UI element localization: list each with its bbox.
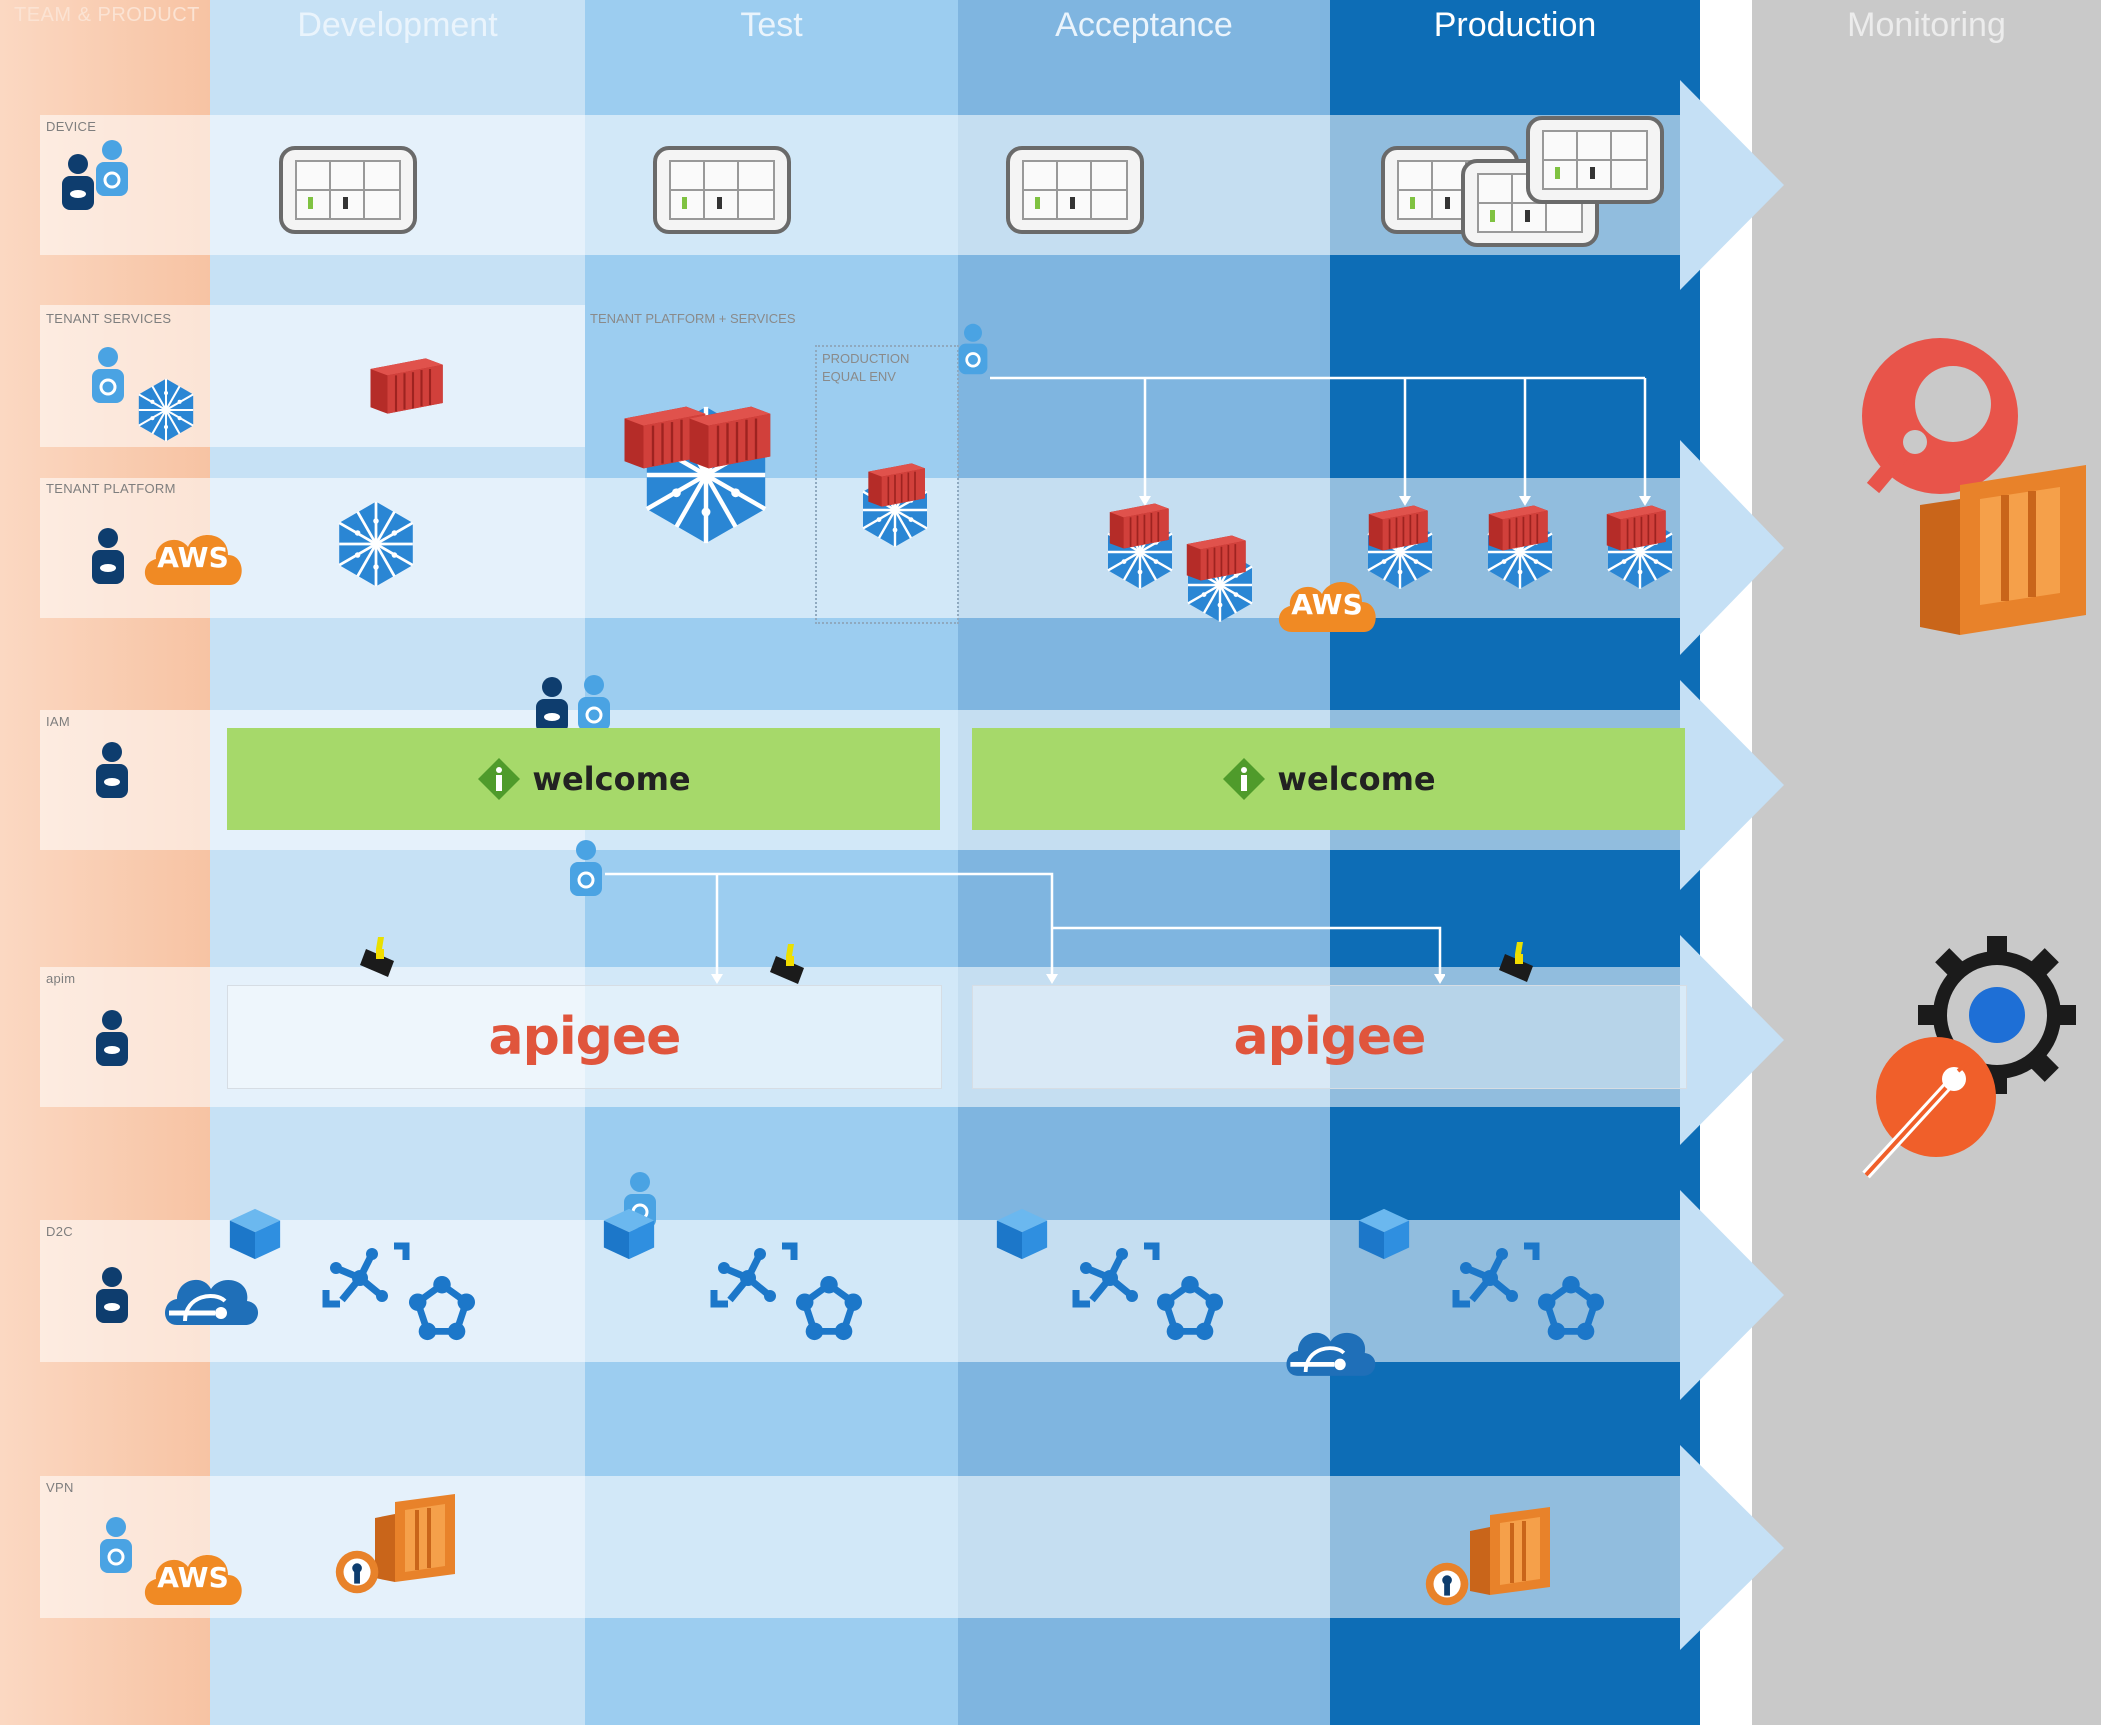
person-light-icon <box>955 322 991 376</box>
distribution-lines <box>990 376 1651 506</box>
person-dark-icon <box>92 1265 132 1325</box>
development-column: Development <box>210 0 585 1725</box>
postman-icon <box>1862 1037 1996 1179</box>
flower-icon <box>795 1275 863 1343</box>
arrow-apim <box>1680 935 1784 1145</box>
rocket-logo-icon <box>1862 338 2018 494</box>
flower-icon <box>1156 1275 1224 1343</box>
acceptance-column: Acceptance <box>958 0 1330 1725</box>
welcome-label: welcome <box>532 760 691 798</box>
badge-stamp-icon <box>358 935 408 985</box>
tablet-device-icon <box>1005 145 1145 235</box>
hexmesh-icon <box>330 498 422 590</box>
monitoring-column: Monitoring <box>1752 0 2101 1725</box>
aws-cloud-icon: AWS <box>1272 570 1382 640</box>
vpn-key-icon <box>330 1543 388 1601</box>
production-equal-env-label-2: EQUAL ENV <box>822 369 896 384</box>
welcome-label: welcome <box>1277 760 1436 798</box>
aws-label: AWS <box>157 541 229 574</box>
cube-icon <box>1355 1205 1413 1263</box>
container-icon <box>1474 502 1559 554</box>
flower-icon <box>408 1275 476 1343</box>
cloudwatch-lambda-icon <box>1920 465 2086 635</box>
arrow-d2c <box>1680 1190 1784 1400</box>
welcome-bar-dev-test: welcome <box>227 728 940 830</box>
gear-icon <box>1918 936 2076 1094</box>
welcome-info-icon <box>478 758 521 800</box>
container-icon <box>1095 500 1180 552</box>
hexmesh-icon <box>132 376 200 444</box>
aws-cloud-icon: AWS <box>138 1543 248 1613</box>
azure-cloud-icon <box>155 1265 265 1335</box>
test-column: Test <box>585 0 958 1725</box>
apigee-logo: apigee <box>1233 1007 1427 1067</box>
row-label-device: DEVICE <box>46 119 97 134</box>
badge-stamp-icon <box>1497 940 1547 990</box>
person-dark-icon <box>92 1008 132 1068</box>
arrow-iam <box>1680 680 1784 890</box>
vpn-key-icon <box>1420 1555 1478 1613</box>
welcome-info-icon <box>1223 758 1266 800</box>
row-band-apim <box>40 967 1685 1107</box>
container-icon <box>1354 502 1439 554</box>
person-light-icon <box>566 832 606 904</box>
development-header: Development <box>297 5 498 44</box>
container-icon <box>680 395 775 480</box>
aws-cloud-icon: AWS <box>138 523 248 593</box>
arrow-device <box>1680 80 1784 290</box>
production-header: Production <box>1433 5 1597 44</box>
row-label-tenant-services: TENANT SERVICES <box>46 311 172 326</box>
cube-icon <box>226 1205 284 1263</box>
container-icon <box>1592 502 1677 554</box>
acceptance-header: Acceptance <box>1055 5 1233 44</box>
monitoring-header: Monitoring <box>1847 5 2006 44</box>
arrow-vpn <box>1680 1445 1784 1650</box>
aws-label: AWS <box>1291 588 1363 621</box>
tablet-device-icon <box>278 145 418 235</box>
flower-icon <box>1537 1275 1605 1343</box>
apigee-box-dev-test: apigee <box>227 985 942 1089</box>
apigee-logo: apigee <box>488 1007 682 1067</box>
container-icon <box>855 460 935 510</box>
iot-hub-icon <box>320 1240 410 1320</box>
iot-hub-icon <box>1450 1240 1540 1320</box>
row-band-tenant-services <box>40 305 585 447</box>
welcome-bar-acc-prod: welcome <box>972 728 1685 830</box>
person-pair-icon <box>62 138 130 210</box>
row-label-vpn: VPN <box>46 1480 74 1495</box>
azure-cloud-icon <box>1277 1317 1382 1387</box>
row-label-d2c: D2C <box>46 1224 73 1239</box>
container-icon <box>1172 532 1257 584</box>
apim-distribution-lines <box>605 872 1445 984</box>
row-label-apim: apim <box>46 971 76 986</box>
row-label-iam: IAM <box>46 714 71 729</box>
person-dark-icon <box>88 526 128 586</box>
production-equal-env-label-1: PRODUCTION <box>822 351 910 366</box>
iot-hub-icon <box>1070 1240 1160 1320</box>
test-header: Test <box>740 5 803 44</box>
production-column: Production <box>1330 0 1700 1725</box>
team-column: TEAM & PRODUCT <box>0 0 210 1725</box>
container-icon <box>362 350 447 422</box>
cube-icon <box>993 1205 1051 1263</box>
team-column-header: TEAM & PRODUCT <box>14 4 200 26</box>
tablet-device-icon <box>1525 115 1665 205</box>
tablet-device-icon <box>652 145 792 235</box>
cube-icon <box>600 1205 658 1263</box>
person-dark-icon <box>92 740 132 800</box>
iot-hub-icon <box>708 1240 798 1320</box>
person-light-icon <box>88 345 128 405</box>
arrow-tenant-platform <box>1680 440 1784 655</box>
person-light-icon <box>96 1515 136 1575</box>
production-equal-env-box <box>815 345 959 624</box>
row-band-vpn <box>40 1476 1685 1618</box>
aws-label: AWS <box>157 1561 229 1594</box>
row-band-d2c <box>40 1220 1685 1362</box>
tenant-platform-services-label: TENANT PLATFORM + SERVICES <box>590 311 796 326</box>
stage-arrows <box>1680 80 1784 1650</box>
row-label-tenant-platform: TENANT PLATFORM <box>46 481 176 496</box>
apigee-box-acc-prod: apigee <box>972 985 1687 1089</box>
